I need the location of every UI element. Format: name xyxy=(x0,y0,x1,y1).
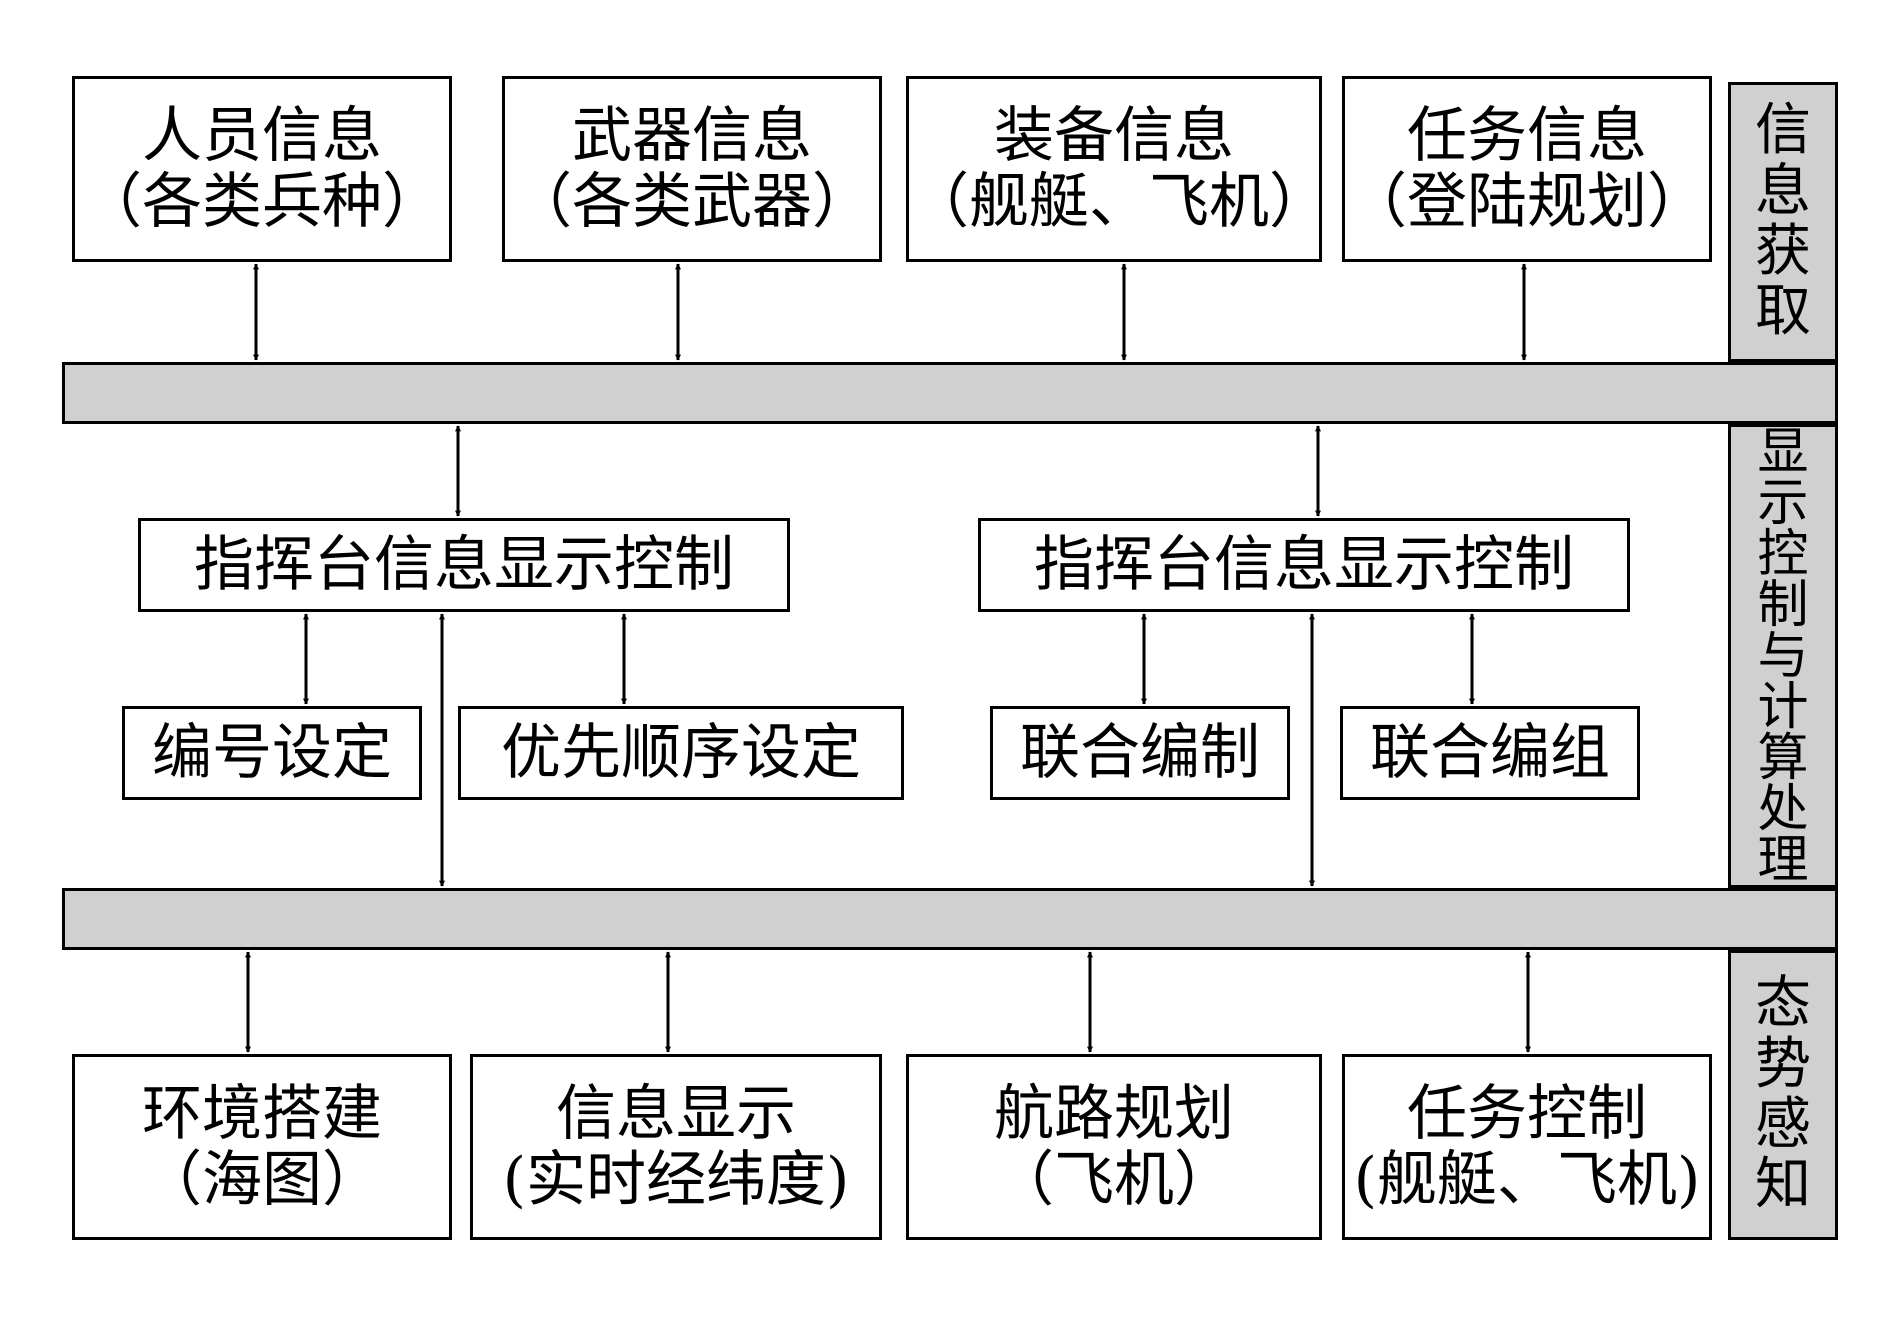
mission-control-box: 任务控制 (舰艇、飞机) xyxy=(1342,1054,1712,1240)
environment-build-box: 环境搭建 （海图） xyxy=(72,1054,452,1240)
right-command-display-control: 指挥台信息显示控制 xyxy=(978,518,1630,612)
joint-formation-box: 联合编制 xyxy=(990,706,1290,800)
mission-info-title: 任务信息 xyxy=(1407,101,1647,171)
mission-info-box: 任务信息 （登陆规划） xyxy=(1342,76,1712,262)
joint-grouping-box: 联合编组 xyxy=(1340,706,1640,800)
upper-bus xyxy=(62,362,1838,424)
personnel-info-box: 人员信息 （各类兵种） xyxy=(72,76,452,262)
personnel-info-subtitle: （各类兵种） xyxy=(82,167,442,237)
weapon-info-box: 武器信息 （各类武器） xyxy=(502,76,882,262)
mission-info-subtitle: （登陆规划） xyxy=(1347,167,1707,237)
personnel-info-title: 人员信息 xyxy=(142,101,382,171)
info-display-box: 信息显示 (实时经纬度) xyxy=(470,1054,882,1240)
priority-setting-box: 优先顺序设定 xyxy=(458,706,904,800)
equipment-info-subtitle: （舰艇、飞机） xyxy=(909,167,1329,237)
route-planning-box: 航路规划 （飞机） xyxy=(906,1054,1322,1240)
lower-bus xyxy=(62,888,1838,950)
weapon-info-subtitle: （各类武器） xyxy=(512,167,872,237)
numbering-setting-box: 编号设定 xyxy=(122,706,422,800)
left-command-display-control: 指挥台信息显示控制 xyxy=(138,518,790,612)
situation-awareness-label: 态 势 感 知 xyxy=(1728,950,1838,1240)
equipment-info-box: 装备信息 （舰艇、飞机） xyxy=(906,76,1329,262)
display-control-processing-label: 显 示 控 制 与 计 算 处 理 xyxy=(1728,424,1838,888)
weapon-info-title: 武器信息 xyxy=(572,101,812,171)
info-acquisition-label: 信 息 获 取 xyxy=(1728,82,1838,362)
equipment-info-title: 装备信息 xyxy=(994,101,1234,171)
